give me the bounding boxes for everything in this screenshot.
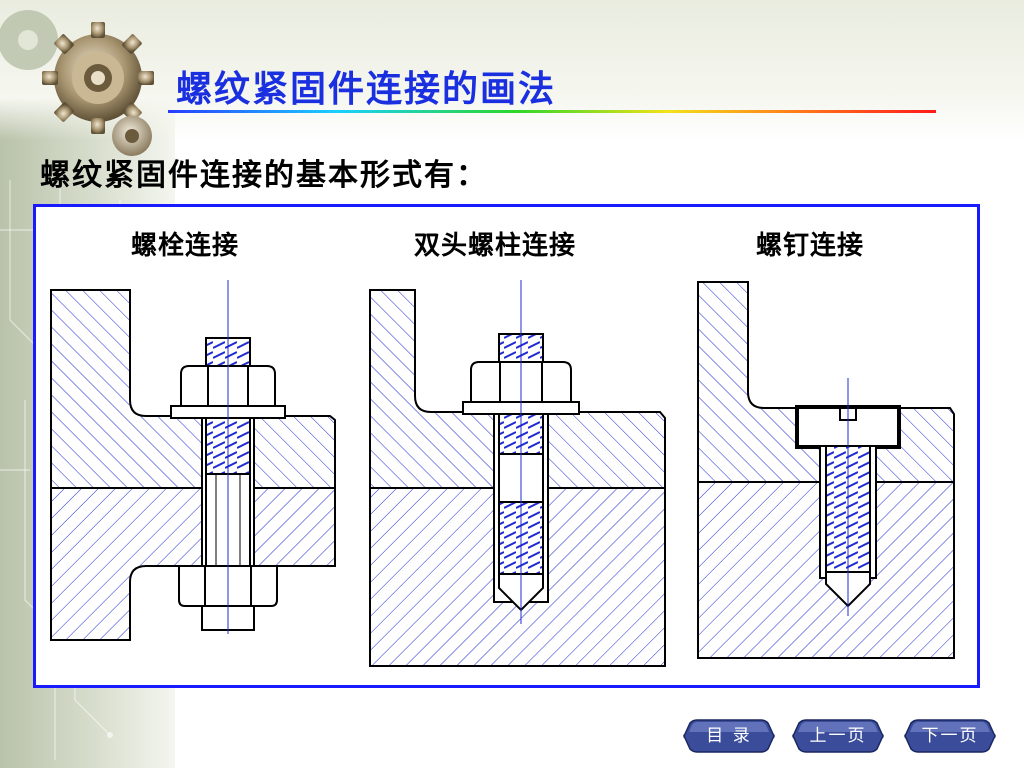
prev-page-button-shape [792,719,884,753]
label-screw-connection: 螺钉连接 [756,231,865,261]
next-page-button[interactable]: 下一页 [904,718,996,754]
contents-button-label: 目 录 [706,726,752,746]
top-decor-band [0,0,1024,140]
prev-page-button-label: 上一页 [809,726,867,746]
next-page-button-label: 下一页 [921,726,979,746]
contents-button-shape [683,719,775,753]
prev-page-button[interactable]: 上一页 [792,718,884,754]
next-page-button-shape [904,719,996,753]
upper-plate [369,289,666,489]
gear-logo [0,10,154,156]
contents-button[interactable]: 目 录 [683,718,775,754]
bolt-connection-drawing [50,280,336,641]
label-stud-connection: 双头螺柱连接 [414,231,577,261]
label-bolt-connection: 螺栓连接 [131,231,240,261]
title-rainbow-rule [168,110,936,113]
stud-connection-drawing [369,280,666,667]
upper-plate [50,289,336,489]
slide-subtitle: 螺纹紧固件连接的基本形式有： [40,158,488,193]
lower-plate [50,487,336,641]
slide-title: 螺纹紧固件连接的画法 [176,68,557,110]
screw-connection-drawing [697,281,955,659]
